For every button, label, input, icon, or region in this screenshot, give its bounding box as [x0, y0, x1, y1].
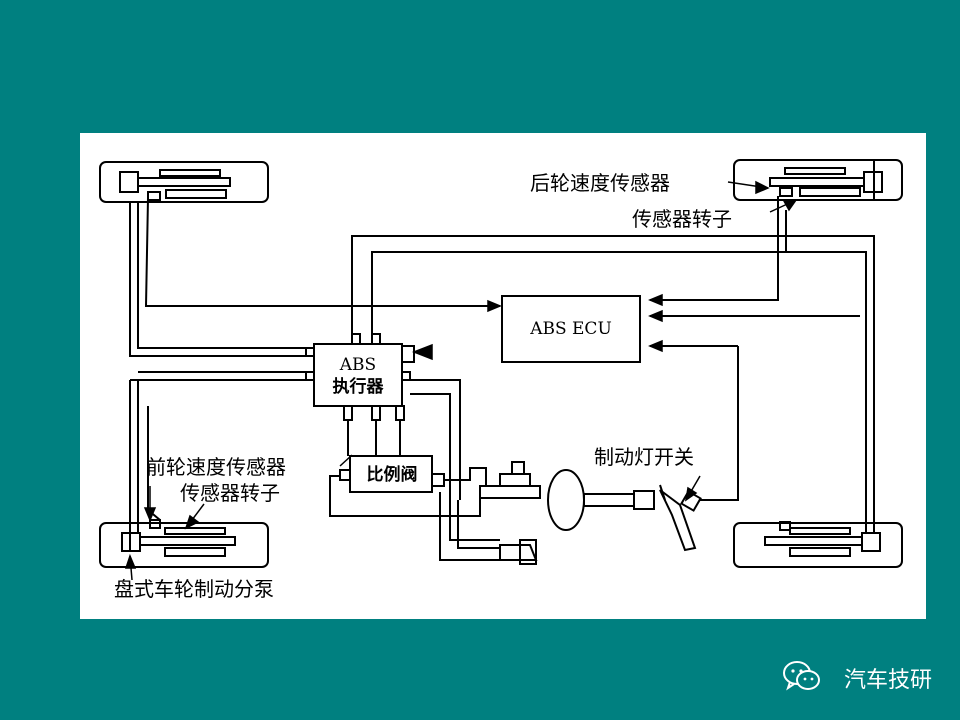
abs-actuator-label-line2: 执行器	[333, 376, 385, 397]
wheel-front-left	[99, 161, 269, 203]
abs-actuator-label-line1: ABS	[339, 355, 376, 375]
abs-ecu-box	[501, 295, 641, 363]
front-wheel-speed-sensor-label: 前轮速度传感器	[146, 455, 286, 479]
sensor-rotor-rear-label: 传感器转子	[632, 207, 732, 231]
brake-light-switch-label: 制动灯开关	[594, 445, 694, 469]
wheel-front-right	[733, 522, 903, 568]
diagram-panel	[80, 133, 926, 619]
rear-wheel-speed-sensor-label: 后轮速度传感器	[530, 171, 670, 195]
wheel-rear-right	[733, 159, 903, 201]
proportioning-valve-label: 比例阀	[367, 464, 418, 485]
disc-wheel-cylinder-label: 盘式车轮制动分泵	[114, 577, 274, 601]
wechat-icon	[783, 661, 820, 691]
brake-pedal	[659, 489, 697, 552]
sensor-rotor-front-label: 传感器转子	[180, 481, 280, 505]
wheel-rear-left	[99, 522, 269, 568]
watermark-text: 汽车技研	[843, 668, 932, 693]
abs-ecu-label: ABS ECU	[529, 319, 612, 339]
